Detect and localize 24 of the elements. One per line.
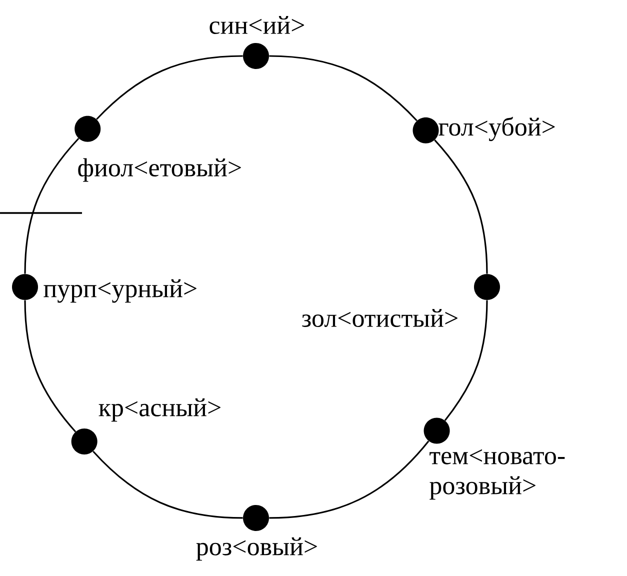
dot-label: тем<новато- розовый> xyxy=(430,449,565,500)
dot xyxy=(243,504,269,531)
circle-arc xyxy=(92,450,243,519)
dot-label: пурп<урный> xyxy=(44,279,196,303)
circle-arc xyxy=(24,138,80,274)
circle-arc xyxy=(444,300,488,421)
dot xyxy=(74,116,101,142)
dot xyxy=(412,117,439,144)
dot xyxy=(71,428,98,455)
circle-arc xyxy=(269,55,418,122)
dot xyxy=(424,418,450,444)
dot xyxy=(243,43,269,69)
dot xyxy=(12,274,38,300)
circle-arc xyxy=(434,140,488,274)
circle-arc xyxy=(24,300,76,432)
dot-label: гол<убой> xyxy=(438,116,555,142)
dot xyxy=(474,274,500,300)
dot-label: зол<отистый> xyxy=(302,308,458,327)
circle-arc xyxy=(269,440,430,519)
dot-label: роз<овый> xyxy=(196,537,317,561)
circle-arc xyxy=(96,55,243,120)
dot-label: фиол<етовый> xyxy=(78,158,241,182)
dot-label: кр<асный> xyxy=(98,398,220,422)
dot-label: син<ий> xyxy=(210,16,304,34)
